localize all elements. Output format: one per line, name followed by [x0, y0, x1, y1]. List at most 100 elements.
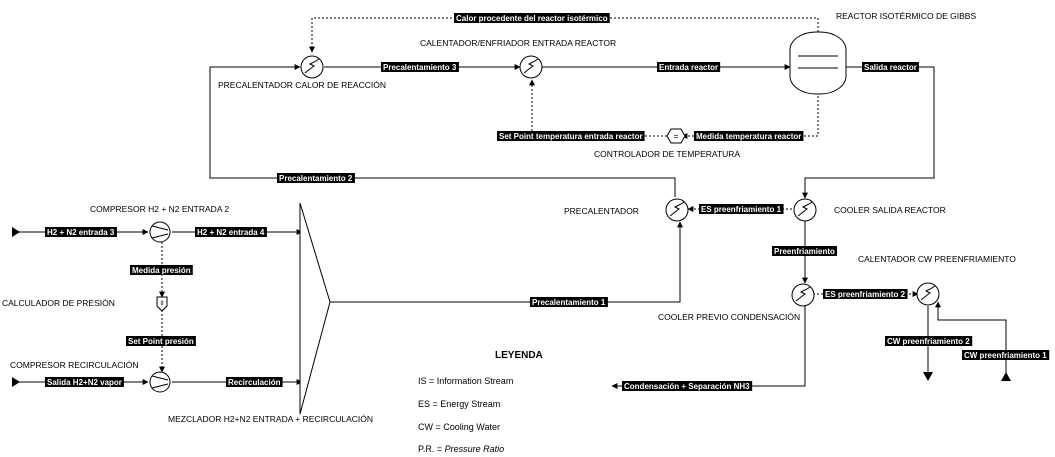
stream-tag-box [497, 131, 645, 141]
temp-controller-label: CONTROLADOR DE TEMPERATURA [594, 149, 740, 159]
cooler-cond-exchanger[interactable] [791, 283, 815, 307]
feed-arrow-vapor [12, 377, 20, 387]
stream-tag-text: Set Point presión [128, 337, 194, 346]
sp-temp-line[interactable] [529, 79, 667, 137]
stream-tag-box [657, 62, 721, 72]
stream-tag-preheat2[interactable]: Precalentamiento 2 [277, 173, 355, 183]
stream-tag-text: Recirculación [228, 378, 281, 387]
stream-tag-preheat3[interactable]: Precalentamiento 3 [381, 62, 459, 72]
stream-tag-box [45, 227, 117, 237]
stream-tag-box [530, 297, 608, 307]
stream-tag-text: ES preenfriamiento 1 [701, 205, 782, 214]
legend-item-pr: P.R. = Pressure Ratio [418, 444, 504, 454]
stream-tag-box [862, 62, 919, 72]
stream-tag-text: Preenfriamiento [774, 247, 835, 256]
pressure-calc-label: CALCULADOR DE PRESIÓN [2, 298, 115, 308]
cw-pre1-line[interactable] [935, 301, 1007, 378]
stream-tag-h2n2-vapor[interactable]: Salida H2+N2 vapor [45, 377, 124, 387]
stream-tag-text: H2 + N2 entrada 3 [47, 228, 115, 237]
stream-tag-text: Medida temperatura reactor [696, 132, 801, 141]
compressor-recirc-label: COMPRESOR RECIRCULACIÓN [10, 360, 138, 370]
stream-tag-text: CW preenfriamiento 1 [964, 351, 1047, 360]
stream-tag-meas-pressure[interactable]: Medida presión [130, 265, 193, 275]
stream-tag-box [962, 350, 1050, 360]
stream-tag-text: CW preenfriamiento 2 [887, 337, 970, 346]
legend-item-is: IS = Information Stream [418, 376, 513, 386]
stream-tag-box [694, 131, 804, 141]
stream-tag-preheat1[interactable]: Precalentamiento 1 [530, 297, 608, 307]
stream-tag-text: Salida reactor [864, 63, 917, 72]
cooler-out-exchanger[interactable] [793, 198, 817, 222]
stream-tag-text: Set Point temperatura entrada reactor [499, 132, 643, 141]
controller-glyph: = [674, 132, 679, 141]
stream-tag-box [381, 62, 459, 72]
mixer-label: MEZCLADOR H2+N2 ENTRADA + RECIRCULACIÓN [168, 414, 373, 424]
feed-arrow-h2n2 [12, 227, 20, 237]
stream-tag-text: ES preenfriamiento 2 [825, 290, 906, 299]
heater-cooler-exchanger[interactable] [519, 55, 543, 79]
cw-heater-exchanger[interactable] [916, 282, 940, 306]
stream-tag-meas-temp[interactable]: Medida temperatura reactor [694, 131, 804, 141]
cooler-out-label: COOLER SALIDA REACTOR [834, 205, 946, 215]
stream-tag-sp-pressure[interactable]: Set Point presión [126, 336, 196, 346]
stream-tag-sp-temp[interactable]: Set Point temperatura entrada reactor [497, 131, 645, 141]
pressure-calculator[interactable]: II [156, 296, 168, 312]
stream-tag-box [195, 227, 267, 237]
stream-tag-box [45, 377, 124, 387]
stream-tag-text: H2 + N2 entrada 4 [197, 228, 265, 237]
stream-tag-h2n2-in3[interactable]: H2 + N2 entrada 3 [45, 227, 117, 237]
calculator-glyph: II [160, 301, 164, 307]
stream-tag-box [126, 336, 196, 346]
cw-heater-label: CALENTADOR CW PREENFRIAMIENTO [858, 254, 1016, 264]
stream-tag-box [130, 265, 193, 275]
stream-tag-box [823, 289, 908, 299]
stream-tag-h2n2-in4[interactable]: H2 + N2 entrada 4 [195, 227, 267, 237]
stream-tag-es-pre2[interactable]: ES preenfriamiento 2 [823, 289, 908, 299]
stream-lines [12, 17, 1011, 389]
preheater-exchanger[interactable] [665, 198, 689, 222]
stream-tag-recirc[interactable]: Recirculación [226, 377, 283, 387]
stream-tag-text: Medida presión [132, 266, 191, 275]
stream-tag-box [226, 377, 283, 387]
stream-tag-text: Condensación + Separación NH3 [624, 382, 750, 391]
legend-title: LEYENDA [495, 350, 543, 361]
stream-tag-cw-pre1[interactable]: CW preenfriamiento 1 [962, 350, 1050, 360]
stream-tag-text: Entrada reactor [659, 63, 718, 72]
preheater-label: PRECALENTADOR [564, 206, 639, 216]
stream-tag-reactor-out[interactable]: Salida reactor [862, 62, 919, 72]
stream-tag-text: Precalentamiento 2 [279, 174, 353, 183]
legend-item-es: ES = Energy Stream [418, 399, 500, 409]
stream-tag-cw-pre2[interactable]: CW preenfriamiento 2 [885, 336, 973, 346]
legend-item-cw: CW = Cooling Water [418, 422, 500, 432]
stream-tag-box [772, 246, 838, 256]
stream-tag-box [622, 381, 753, 391]
compressor-recirc[interactable] [149, 371, 171, 393]
cw-out-arrow [923, 372, 933, 381]
stream-tag-reactor-in[interactable]: Entrada reactor [657, 62, 721, 72]
stream-tag-condensation[interactable]: Condensación + Separación NH3 [622, 381, 753, 391]
preheater-reaction-exchanger[interactable] [300, 55, 324, 79]
cw-in-arrow [1001, 372, 1011, 381]
stream-tag-heat-from-reactor[interactable]: Calor procedente del reactor isotérmico [454, 13, 610, 23]
stream-tag-es-pre1[interactable]: ES preenfriamiento 1 [699, 204, 784, 214]
compressor-2[interactable] [149, 221, 171, 243]
preheater-reaction-label: PRECALENTADOR CALOR DE REACCIÓN [218, 80, 386, 90]
stream-tag-box [699, 204, 784, 214]
heat-from-reactor-line[interactable] [309, 17, 819, 53]
stream-tag-text: Precalentamiento 3 [383, 63, 457, 72]
compressor-2-label: COMPRESOR H2 + N2 ENTRADA 2 [90, 204, 229, 214]
temp-controller[interactable]: = [666, 128, 686, 144]
mixer[interactable] [299, 202, 331, 415]
stream-tag-precool[interactable]: Preenfriamiento [772, 246, 838, 256]
cooler-cond-label: COOLER PREVIO CONDENSACIÓN [658, 312, 800, 322]
preheat2-line[interactable] [209, 64, 676, 197]
reactor-vessel[interactable] [789, 31, 847, 95]
stream-tag-text: Salida H2+N2 vapor [47, 378, 122, 387]
preheat1-line[interactable] [330, 221, 683, 303]
meas-temp-line[interactable] [681, 88, 819, 139]
reactor-label: REACTOR ISOTÉRMICO DE GIBBS [836, 11, 976, 21]
stream-tag-text: Calor procedente del reactor isotérmico [456, 14, 608, 23]
stream-tag-box [885, 336, 973, 346]
stream-tag-box [277, 173, 355, 183]
